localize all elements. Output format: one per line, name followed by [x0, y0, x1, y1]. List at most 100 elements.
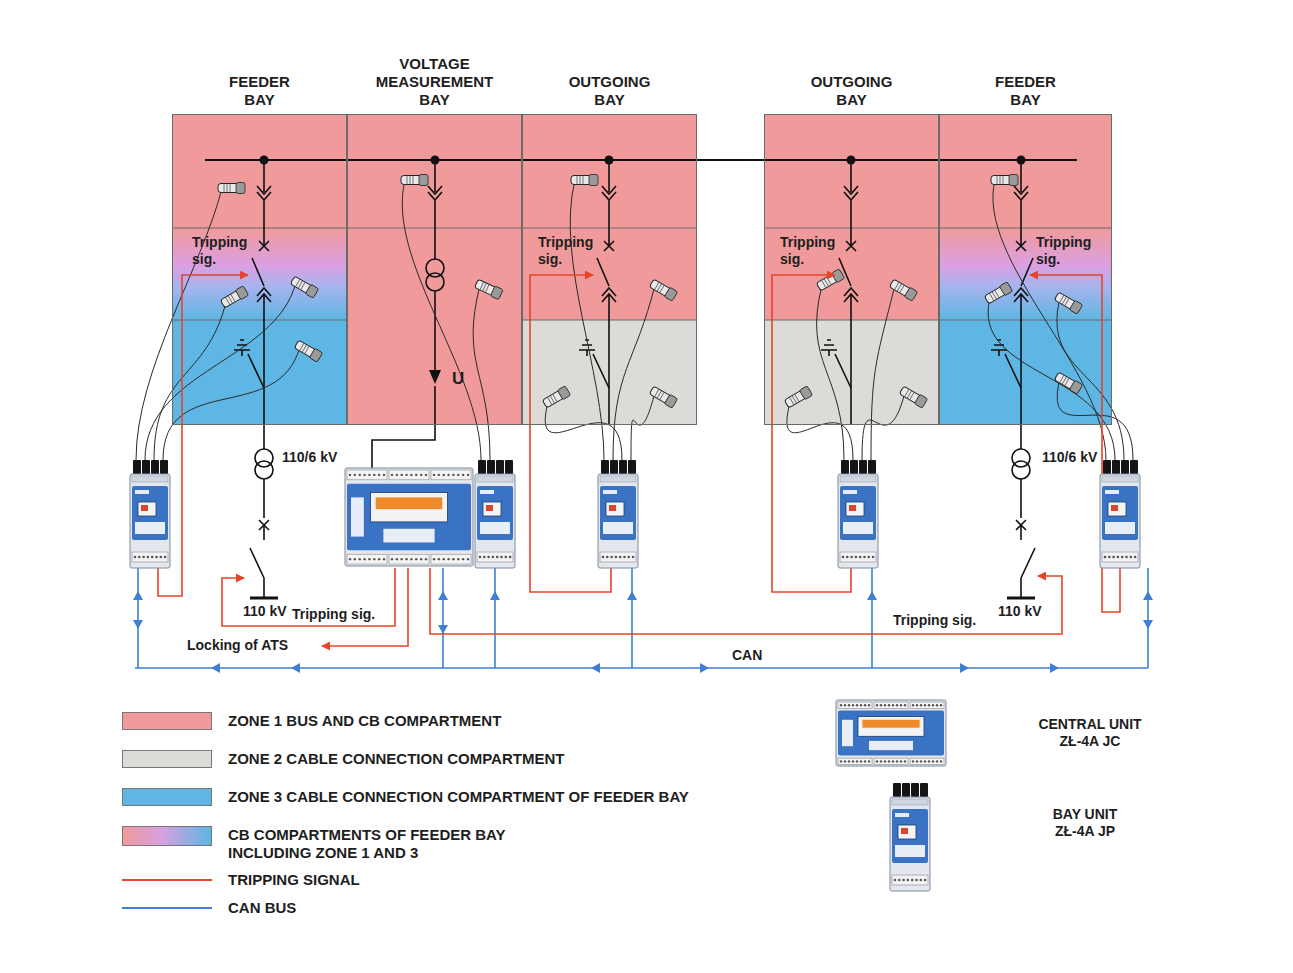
central-unit: [415, 474, 417, 476]
bay-unit: [492, 556, 495, 559]
central-unit: [438, 558, 440, 560]
optical-sensor: [995, 290, 1000, 298]
bay-unit: [477, 476, 513, 482]
circuit-breaker-symbol: [252, 156, 271, 426]
optical-sensor: [571, 176, 597, 185]
bay-unit: [1100, 460, 1140, 568]
central-unit: [345, 468, 473, 566]
optical-sensor: [294, 339, 323, 362]
central-unit: [383, 529, 434, 543]
central-unit: [856, 760, 858, 762]
bay-unit: [483, 556, 486, 559]
central-unit: [868, 704, 870, 706]
optical-sensor: [218, 183, 245, 194]
busbar: [205, 159, 1077, 161]
central-unit: [842, 720, 853, 746]
bay-unit: [895, 845, 925, 857]
optical-sensor: [1003, 176, 1004, 185]
optical-sensor: [914, 394, 927, 408]
voltage-transformer-symbol: [426, 273, 444, 291]
sensor-cable: [545, 402, 622, 460]
central-unit: [844, 760, 846, 762]
sensor-cable: [817, 285, 844, 460]
bay-unit: [846, 556, 849, 559]
optical-sensor: [542, 386, 571, 409]
bay-unit: [133, 460, 141, 474]
bay-unit: [911, 783, 919, 797]
sensor-cable: [993, 180, 1106, 460]
central-unit: [349, 474, 351, 476]
bay-unit: [1130, 460, 1138, 474]
bay-unit: [868, 556, 871, 559]
earthing-switch-symbol: [821, 340, 851, 388]
bay-unit: [600, 552, 636, 562]
bay-unit: [920, 783, 928, 797]
bay-unit: [151, 460, 159, 474]
central-unit: [876, 760, 878, 762]
central-unit: [405, 558, 407, 560]
bay-unit: [486, 505, 493, 511]
compartment-fills: [939, 114, 1112, 228]
central-unit: [840, 760, 842, 762]
bay-unit: [1112, 556, 1115, 559]
bay-unit: [1104, 556, 1107, 559]
central-unit: [900, 704, 902, 706]
legend-text: ZONE 2 CABLE CONNECTION COMPARTMENT: [228, 750, 828, 768]
central-unit: [373, 558, 375, 560]
optical-sensor: [1009, 175, 1018, 186]
central-unit: [462, 558, 464, 560]
earthing-switch-symbol: [991, 340, 1021, 388]
feeder-transformer-symbol: [250, 425, 278, 598]
bay-unit: [1102, 552, 1138, 562]
voltage-level: 110 kV: [243, 603, 287, 620]
central-unit: [359, 474, 361, 476]
optical-sensor: [305, 346, 310, 354]
central-unit: [880, 704, 882, 706]
bay-unit: [1130, 556, 1133, 559]
bay-unit: [863, 556, 866, 559]
bay-unit: [623, 556, 626, 559]
bay-unit: [505, 556, 508, 559]
bay-unit: [600, 486, 636, 540]
optical-sensor: [401, 175, 428, 186]
central-unit: [389, 554, 429, 564]
central-unit: [940, 760, 942, 762]
bay-unit: [859, 460, 867, 474]
central-unit: [904, 760, 906, 762]
central-unit: [396, 558, 398, 560]
central-unit: [467, 558, 469, 560]
central-unit: [896, 704, 898, 706]
central-unit: [425, 558, 427, 560]
bay-unit: [160, 460, 168, 474]
optical-sensor: [984, 282, 1013, 305]
bay-unit: [1125, 556, 1128, 559]
sensor-cable: [871, 285, 895, 460]
legend-samples: [122, 880, 212, 908]
bay-unit: [610, 460, 618, 474]
bay-unit: [1105, 522, 1135, 534]
voltage-label: U: [452, 370, 464, 387]
bay-unit: [843, 490, 857, 494]
bay-title: VOLTAGE MEASUREMENT BAY: [376, 55, 494, 109]
sensor-cable: [988, 298, 1115, 460]
sensor-cable: [1057, 378, 1133, 460]
central-unit: [363, 558, 365, 560]
central-unit: [876, 704, 878, 706]
bay-unit: [135, 490, 149, 494]
central-unit: [371, 493, 448, 522]
central-unit: [836, 700, 946, 766]
optical-sensor: [827, 277, 832, 285]
bay-unit: [606, 556, 609, 559]
central-unit: [896, 760, 898, 762]
earthing-switch-symbol: [579, 340, 609, 388]
central-unit: [838, 702, 872, 709]
central-unit: [912, 704, 914, 706]
bay-unit: [500, 556, 503, 559]
bay-unit: [892, 875, 928, 885]
optical-sensor: [583, 176, 584, 185]
bay-unit: [850, 556, 853, 559]
central-unit: [928, 704, 930, 706]
signal-label: Tripping sig.: [192, 234, 247, 268]
bay-unit: [632, 556, 635, 559]
